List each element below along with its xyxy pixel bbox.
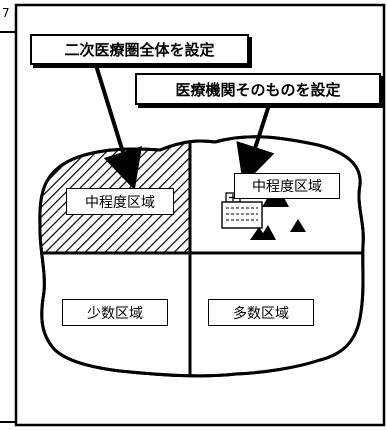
mountain-icon	[290, 219, 306, 232]
region-label-lower-left: 少数区域	[62, 299, 168, 326]
arrow-facility	[236, 101, 275, 186]
arrow-whole-area	[93, 61, 143, 191]
mountain-icon	[250, 225, 276, 240]
region-label-upper-left: 中程度区域	[66, 188, 174, 215]
region-label-upper-right: 中程度区域	[234, 173, 340, 199]
edge-fragment-text: 7	[2, 6, 10, 20]
region-label-lower-right: 多数区域	[208, 299, 314, 326]
map-area-outline-redraw	[38, 135, 365, 378]
outer-frame	[14, 3, 386, 427]
callout-facility: 医療機関そのものを設定	[135, 73, 381, 105]
callout-whole-area: 二次医療圏全体を設定	[30, 34, 249, 65]
